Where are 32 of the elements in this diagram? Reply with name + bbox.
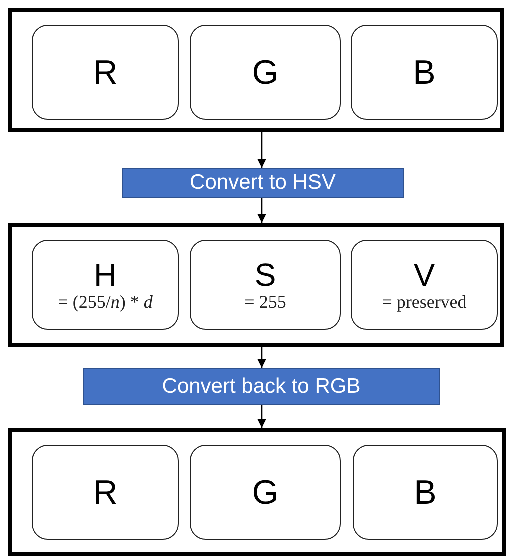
channel-letter: B xyxy=(413,56,436,90)
channel-box xyxy=(190,25,341,120)
group-frame xyxy=(8,223,504,347)
channel-box xyxy=(32,240,179,330)
channel-box xyxy=(351,240,498,330)
channel-box xyxy=(32,445,179,540)
process-box xyxy=(83,368,440,405)
arrow xyxy=(257,347,267,368)
group-frame xyxy=(8,8,504,132)
channel-letter: R xyxy=(93,476,118,510)
channel-box xyxy=(32,25,179,120)
channel-letter: R xyxy=(93,56,118,90)
channel-letter: G xyxy=(252,476,279,510)
formula-text: = (255/n) *d xyxy=(58,293,153,311)
channel-box xyxy=(190,445,341,540)
arrow xyxy=(257,132,267,168)
channel-letter: B xyxy=(414,476,437,510)
process-label: Convert to HSV xyxy=(190,171,336,195)
channel-letter: S xyxy=(254,259,276,291)
formula-text: = 255 xyxy=(244,293,286,311)
group-frame xyxy=(8,428,506,556)
channel-box xyxy=(190,240,341,330)
arrow xyxy=(257,198,267,223)
channel-box xyxy=(353,445,498,540)
channel-letter: G xyxy=(252,56,279,90)
formula-text: = preserved xyxy=(382,293,467,311)
channel-letter: V xyxy=(414,259,436,291)
channel-box xyxy=(351,25,498,120)
process-box xyxy=(122,168,404,198)
channel-letter: H xyxy=(94,259,118,291)
process-label: Convert back to RGB xyxy=(162,374,361,398)
arrow xyxy=(257,405,267,428)
